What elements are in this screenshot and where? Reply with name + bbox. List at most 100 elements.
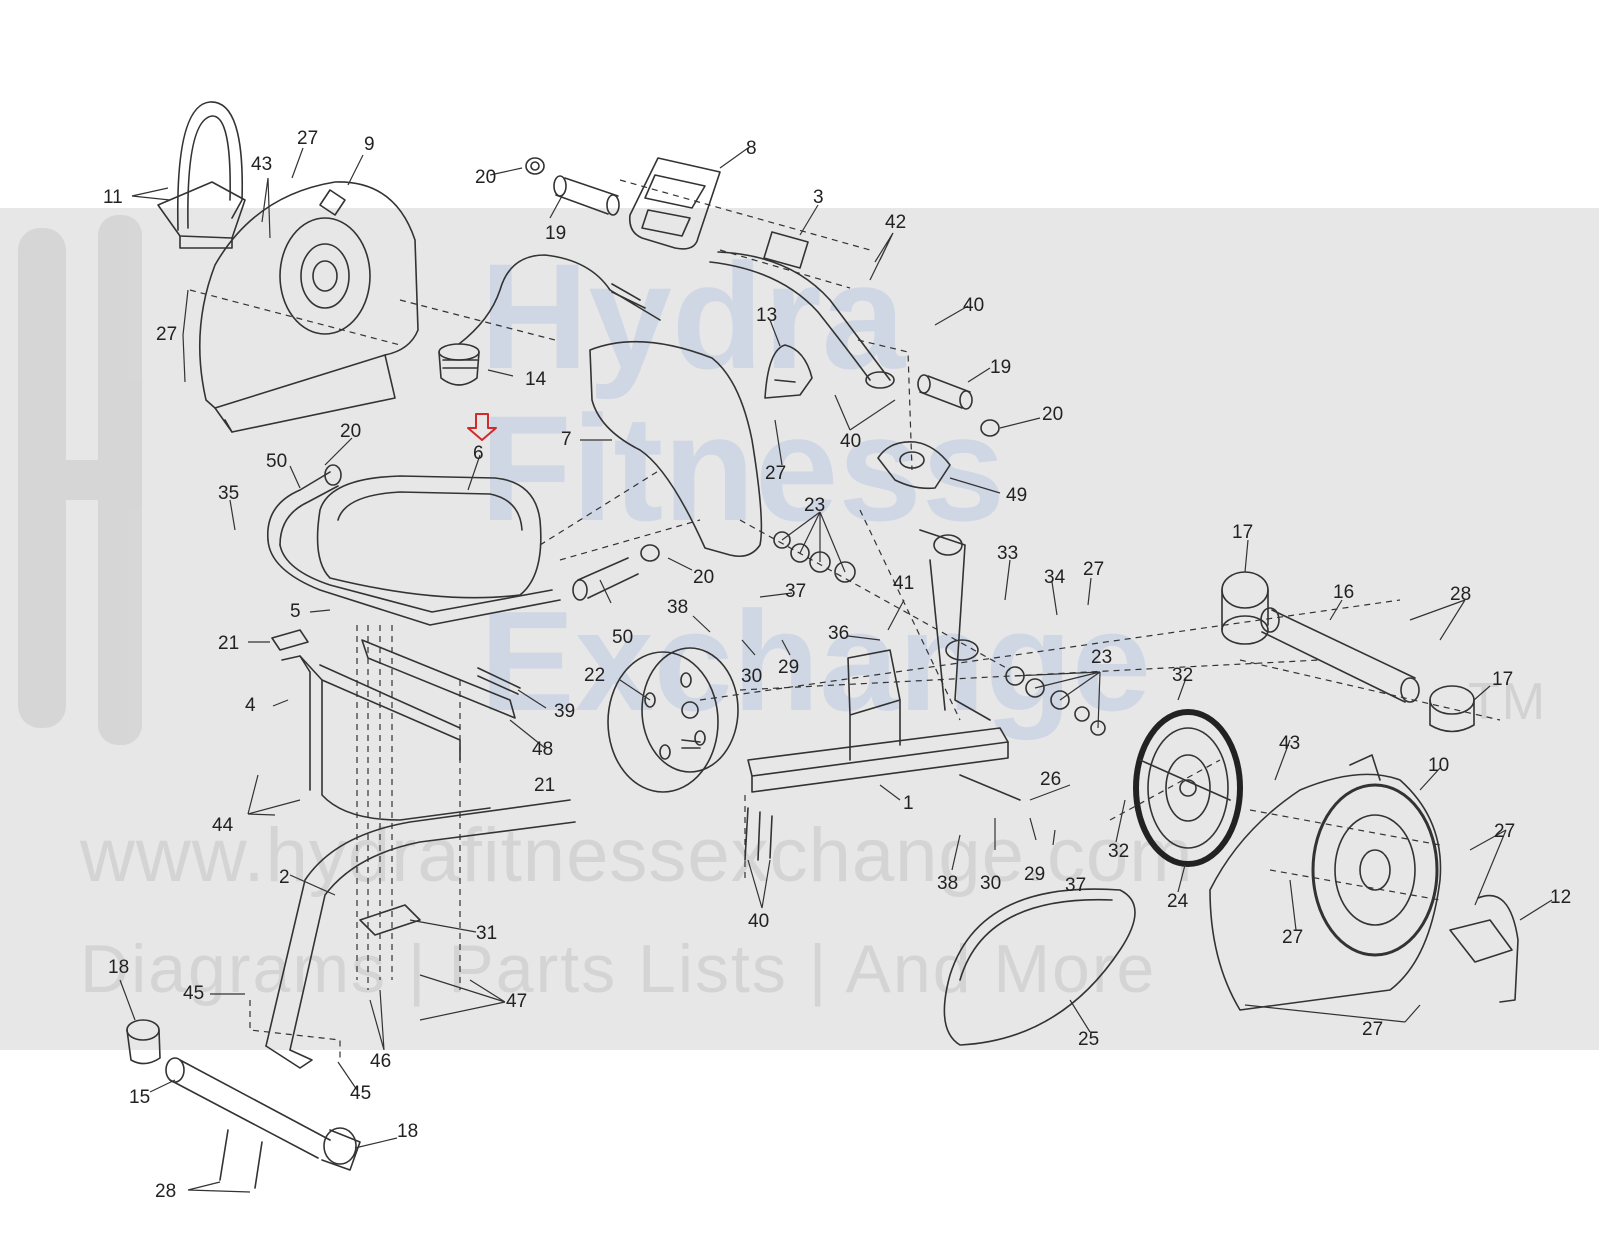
belt-25	[943, 888, 1136, 1046]
callout-37a: 37	[785, 581, 807, 602]
callout-28b: 28	[155, 1181, 177, 1202]
stabilizer-15	[126, 1019, 361, 1171]
callout-41: 41	[893, 573, 915, 594]
rear-frame-2	[265, 799, 576, 1069]
watermark-tagline: Diagrams | Parts Lists | And More	[80, 931, 1157, 1007]
console-bracket-13	[764, 344, 813, 399]
callout-35: 35	[218, 483, 240, 504]
callout-27f: 27	[1282, 927, 1304, 948]
callout-7: 7	[561, 429, 572, 450]
watermark-url: www.hydrafitnessexchange.com	[80, 813, 1194, 898]
pedal-right	[1449, 894, 1519, 1003]
callout-33: 33	[997, 543, 1019, 564]
callout-40b: 40	[840, 431, 862, 452]
handlebar-post	[709, 231, 895, 389]
bolt-39	[477, 667, 521, 695]
callout-20d: 20	[693, 567, 715, 588]
callout-20b: 20	[340, 421, 362, 442]
callout-30b: 30	[980, 873, 1002, 894]
callout-18b: 18	[397, 1121, 419, 1142]
callout-43a: 43	[251, 154, 273, 175]
callout-8: 8	[746, 138, 757, 159]
callout-21a: 21	[218, 633, 240, 654]
callout-30a: 30	[741, 666, 763, 687]
pedal-left	[157, 101, 246, 249]
callout-29b: 29	[1024, 864, 1046, 885]
callout-17b: 17	[1492, 669, 1514, 690]
cap-21-top	[271, 629, 309, 651]
callout-34: 34	[1044, 567, 1066, 588]
highlight-arrow-icon	[467, 413, 497, 441]
callout-11: 11	[103, 187, 123, 208]
callout-29a: 29	[778, 657, 800, 678]
callout-25: 25	[1078, 1029, 1100, 1050]
callout-14: 14	[525, 369, 547, 390]
callout-20c: 20	[1042, 404, 1064, 425]
callout-21b: 21	[534, 775, 556, 796]
callout-19a: 19	[545, 223, 567, 244]
callout-27d: 27	[1083, 559, 1105, 580]
callout-32b: 32	[1108, 841, 1130, 862]
callout-6: 6	[473, 443, 484, 464]
seat	[316, 475, 542, 599]
callout-15: 15	[129, 1087, 151, 1108]
left-shield	[198, 181, 419, 433]
watermark-trademark: TM	[1468, 673, 1548, 731]
callout-10: 10	[1428, 755, 1450, 776]
callout-5: 5	[290, 601, 301, 622]
watermark-band	[0, 208, 1599, 1050]
bolts-28-bottom	[219, 1129, 263, 1189]
callout-23b: 23	[1091, 647, 1113, 668]
seat-post-4	[281, 655, 491, 821]
callout-27b: 27	[156, 324, 178, 345]
callout-40c: 40	[748, 911, 770, 932]
end-cap-20-top	[525, 157, 545, 175]
callout-42: 42	[885, 212, 907, 233]
callout-27g: 27	[1362, 1019, 1384, 1040]
callout-18a: 18	[108, 957, 130, 978]
bearings-23-top	[773, 531, 856, 583]
backrest	[589, 340, 763, 558]
callout-45b: 45	[350, 1083, 372, 1104]
right-shield	[1209, 754, 1442, 1011]
callout-32a: 32	[1172, 665, 1194, 686]
callout-22: 22	[584, 665, 606, 686]
callout-17a: 17	[1232, 522, 1254, 543]
callout-48: 48	[532, 739, 554, 760]
bolts-40-bottom	[744, 807, 773, 861]
seat-rail-48	[361, 639, 516, 719]
main-frame	[747, 529, 1009, 793]
callout-12: 12	[1550, 887, 1572, 908]
callout-46: 46	[370, 1051, 392, 1072]
callout-1: 1	[903, 793, 914, 814]
grip-19-right	[917, 374, 1000, 437]
callout-50a: 50	[266, 451, 288, 472]
callout-20a: 20	[475, 167, 497, 188]
callout-16: 16	[1333, 582, 1355, 603]
callout-44: 44	[212, 815, 234, 836]
callout-50b: 50	[612, 627, 634, 648]
flywheel	[607, 647, 739, 793]
callout-39: 39	[554, 701, 576, 722]
callout-37b: 37	[1065, 875, 1087, 896]
callout-40a: 40	[963, 295, 985, 316]
grip-19-top	[553, 175, 620, 216]
callout-23a: 23	[804, 495, 826, 516]
callout-24: 24	[1167, 891, 1189, 912]
callout-49: 49	[1006, 485, 1028, 506]
callout-27e: 27	[1494, 821, 1516, 842]
callout-4: 4	[245, 695, 256, 716]
axle-bolt-26	[959, 774, 1021, 801]
watermark-word-1: Hydra	[480, 232, 907, 400]
pulley-24	[1133, 709, 1243, 867]
callout-9: 9	[364, 134, 375, 155]
seat-frame-50	[267, 464, 660, 626]
cover-49	[877, 441, 951, 490]
console	[628, 157, 721, 250]
bearings-23-right	[1005, 666, 1106, 736]
callout-27a: 27	[297, 128, 319, 149]
callout-47: 47	[506, 991, 528, 1012]
